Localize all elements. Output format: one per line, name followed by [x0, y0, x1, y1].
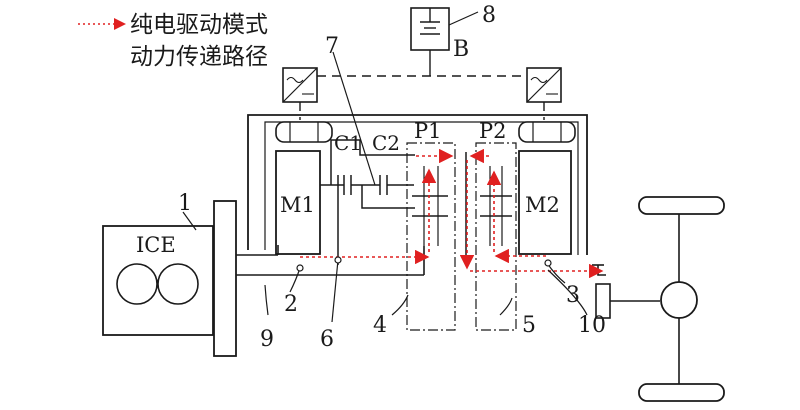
- inverter-right: [526, 67, 562, 103]
- legend-line-2: 动力传递路径: [130, 44, 268, 70]
- callout-2: 2: [284, 292, 298, 317]
- flywheel: [213, 200, 237, 357]
- wheel-rear: [638, 383, 725, 402]
- gearset-p1: P1: [406, 119, 456, 331]
- power-path: [300, 148, 604, 279]
- callout-6: 6: [320, 327, 334, 352]
- gearset-p2: P2: [475, 119, 517, 331]
- wheel-front: [638, 196, 725, 215]
- callout-3: 3: [566, 283, 580, 308]
- clutch-c1-label: C1: [334, 131, 362, 155]
- inverter-left: [282, 67, 318, 103]
- callout-8-leader: [448, 11, 479, 26]
- differential: [660, 281, 698, 319]
- motor-m2-label: M2: [525, 193, 560, 217]
- battery-label: B: [453, 37, 469, 62]
- callout-8: 8: [482, 3, 496, 28]
- housing-inner: [264, 121, 579, 255]
- motor-m2: M2: [518, 121, 576, 255]
- callout-1: 1: [178, 191, 192, 216]
- battery: B: [410, 7, 469, 76]
- engine-ice-label: ICE: [136, 233, 176, 257]
- callout-7: 7: [325, 34, 339, 59]
- housing: [247, 114, 588, 255]
- dc-bus: [299, 75, 545, 120]
- output-axle: [592, 196, 725, 402]
- motor-m1: M1: [275, 121, 333, 255]
- clutches: [320, 139, 415, 265]
- gearset-p1-label: P1: [414, 119, 442, 143]
- callout-9: 9: [260, 327, 274, 352]
- callout-5: 5: [522, 313, 536, 338]
- callout-10: 10: [578, 313, 606, 338]
- legend-arrow-icon: [114, 18, 126, 30]
- motor-m1-label: M1: [280, 193, 315, 217]
- gearset-p2-label: P2: [479, 119, 507, 143]
- callout-4: 4: [373, 313, 387, 338]
- legend-line-1: 纯电驱动模式: [130, 12, 268, 38]
- engine-ice: ICE: [102, 200, 237, 357]
- callout-leaders: [182, 51, 588, 323]
- clutch-c2-label: C2: [372, 131, 400, 155]
- legend: 纯电驱动模式 动力传递路径: [78, 12, 268, 70]
